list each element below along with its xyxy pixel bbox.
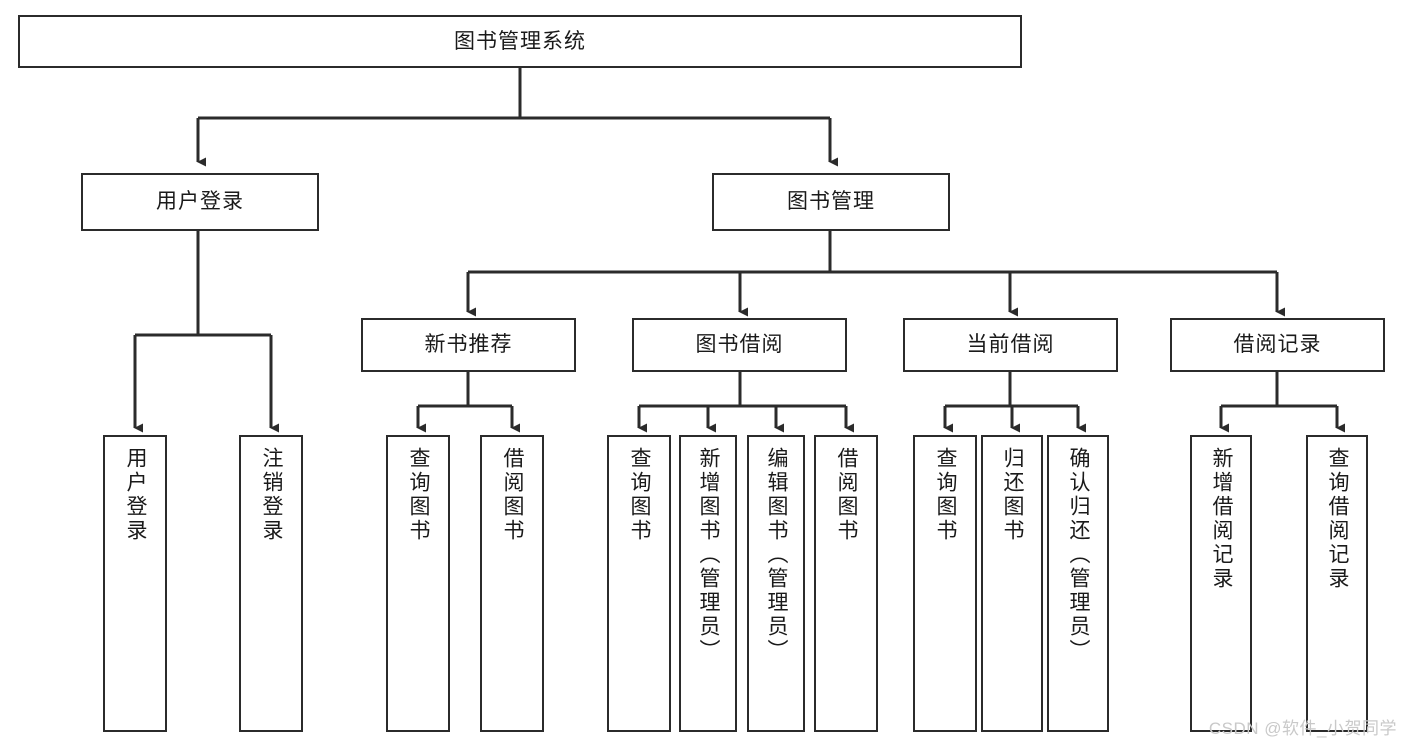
- leaf-borrow-edit-book-admin[interactable]: 编辑图书（管理员）: [747, 435, 805, 732]
- leaf-label: 确认归还（管理员）: [1067, 447, 1091, 663]
- node-book-borrow-label: 图书借阅: [695, 333, 784, 357]
- leaf-current-confirm-return-admin[interactable]: 确认归还（管理员）: [1047, 435, 1109, 732]
- node-root-label: 图书管理系统: [454, 29, 586, 53]
- leaf-label: 归还图书: [1001, 447, 1025, 543]
- leaf-user-login-login[interactable]: 用户登录: [103, 435, 167, 732]
- node-user-login[interactable]: 用户登录: [81, 173, 319, 231]
- node-book-borrow[interactable]: 图书借阅: [632, 318, 847, 372]
- node-current-borrow[interactable]: 当前借阅: [903, 318, 1118, 372]
- node-borrow-record[interactable]: 借阅记录: [1170, 318, 1385, 372]
- node-current-borrow-label: 当前借阅: [966, 333, 1055, 357]
- leaf-borrow-query-book[interactable]: 查询图书: [607, 435, 671, 732]
- leaf-label: 注销登录: [260, 447, 284, 543]
- leaf-label: 查询图书: [628, 447, 652, 543]
- node-book-management[interactable]: 图书管理: [712, 173, 950, 231]
- node-new-book-recommend-label: 新书推荐: [424, 333, 513, 357]
- leaf-label: 查询借阅记录: [1326, 447, 1350, 591]
- leaf-label: 查询图书: [407, 447, 431, 543]
- leaf-label: 借阅图书: [501, 447, 525, 543]
- leaf-borrow-borrow-book[interactable]: 借阅图书: [814, 435, 878, 732]
- node-book-management-label: 图书管理: [787, 190, 875, 214]
- leaf-recommend-borrow-book[interactable]: 借阅图书: [480, 435, 544, 732]
- leaf-current-return-book[interactable]: 归还图书: [981, 435, 1043, 732]
- leaf-current-query-book[interactable]: 查询图书: [913, 435, 977, 732]
- leaf-record-query-record[interactable]: 查询借阅记录: [1306, 435, 1368, 732]
- leaf-label: 查询图书: [934, 447, 958, 543]
- leaf-label: 借阅图书: [835, 447, 859, 543]
- leaf-label: 新增借阅记录: [1210, 447, 1234, 591]
- csdn-watermark: CSDN @软件_小贺同学: [1208, 719, 1397, 738]
- leaf-label: 用户登录: [124, 447, 148, 543]
- leaf-label: 新增图书（管理员）: [697, 447, 721, 663]
- node-user-login-label: 用户登录: [156, 190, 244, 214]
- leaf-record-add-record[interactable]: 新增借阅记录: [1190, 435, 1252, 732]
- node-borrow-record-label: 借阅记录: [1233, 333, 1322, 357]
- leaf-label: 编辑图书（管理员）: [765, 447, 789, 663]
- node-new-book-recommend[interactable]: 新书推荐: [361, 318, 576, 372]
- leaf-user-login-logout[interactable]: 注销登录: [239, 435, 303, 732]
- leaf-recommend-query-book[interactable]: 查询图书: [386, 435, 450, 732]
- node-root[interactable]: 图书管理系统: [18, 15, 1022, 68]
- leaf-borrow-add-book-admin[interactable]: 新增图书（管理员）: [679, 435, 737, 732]
